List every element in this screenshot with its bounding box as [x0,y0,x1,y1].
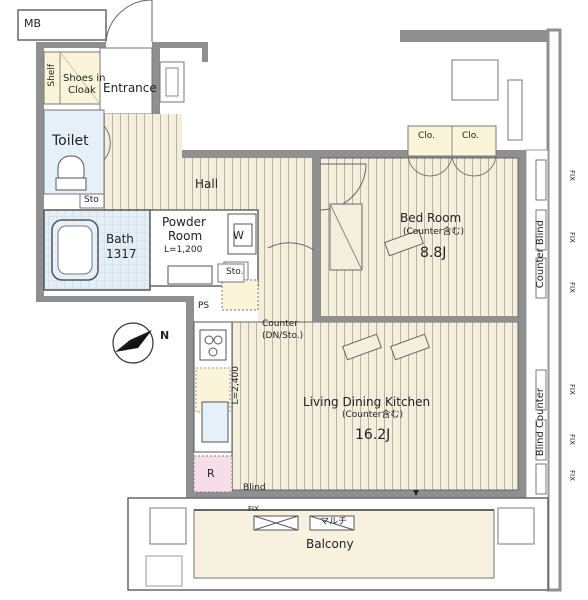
powder-size-label: L=1,200 [164,245,203,255]
ldk-label: Living Dining Kitchen [303,395,431,409]
powder-room-label-1: Powder [162,215,206,229]
shoes-cloak-label-1: Shoes in [63,73,106,84]
toilet-room [43,109,111,209]
fix-label-6: FIX [568,470,576,481]
fix-label-1: FIX [568,170,576,181]
entrance-label: Entrance [103,81,157,95]
r-label: R [207,467,215,480]
counter-blind-right-label: Counter Blind [535,220,546,289]
shoes-cloak-label-2: Cloak [68,85,96,96]
maruchi-label: マルチ [320,517,348,527]
fix-label-3: FIX [568,282,576,293]
bath-room [43,209,151,291]
w-label: W [233,229,244,242]
blind-counter-right-label: Blind Counter [535,388,546,457]
ldk-size-label: 16.2J [355,427,391,443]
hall-label: Hall [195,177,219,191]
balcony-label: Balcony [306,537,354,551]
fix-label-5: FIX [568,434,576,445]
ps-label: PS [198,301,210,311]
closet-label-2: Clo. [462,131,479,141]
balcony-fixtures [253,490,419,531]
kitchen-length-label: L=2,400 [231,366,241,405]
counter-dn-label: Counter [262,319,298,329]
bath-label: Bath [106,232,134,246]
north-label: N [160,329,170,342]
right-windows [535,159,547,495]
floors [99,47,519,579]
ldk-sub-label: (Counter含む) [342,410,403,420]
shoe-cloak [43,51,101,105]
blind-bottom-label: Blind [243,483,266,493]
closet-label-1: Clo. [418,131,435,141]
compass-icon [112,322,154,364]
powder-room-label-2: Room [168,229,203,243]
toilet-label: Toilet [52,133,89,149]
bed-room-size-label: 8.8J [420,245,447,261]
closets [407,125,497,177]
kitchen-counter [193,263,259,493]
sto-toilet-label: Sto [84,195,99,205]
doors [105,0,430,361]
fix-balcony-label: FIX [248,505,259,513]
fix-label-2: FIX [568,232,576,243]
shelf-label: Shelf [47,64,57,87]
bed-room-label: Bed Room [400,211,462,225]
bed-room-sub-label: (Counter含む) [403,227,464,237]
sto-kitchen-label: Sto. [226,267,244,277]
mb-label: MB [24,17,42,30]
bath-size-label: 1317 [106,247,137,261]
fix-label-4: FIX [568,384,576,395]
counter-dn-sub-label: (DN/Sto.) [262,331,304,341]
